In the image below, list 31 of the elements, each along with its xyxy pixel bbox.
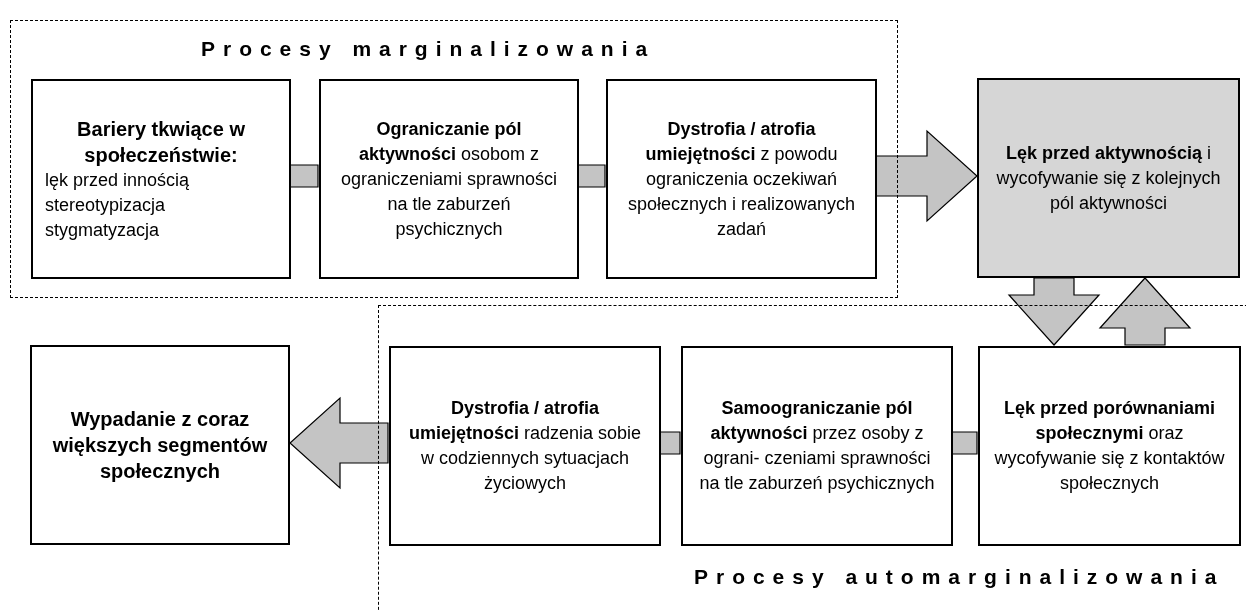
process-box (30, 345, 290, 545)
box-text: stereotypizacja (45, 193, 166, 217)
connector-bar (659, 431, 681, 455)
dashed-group-frame (10, 20, 898, 298)
box-text: Samoograniczanie pól aktywności przez osoby z ograni- czeniami sprawności na tle zaburzeń psychicznych (698, 397, 936, 495)
group-heading: Procesy marginalizowania (201, 36, 656, 62)
box-text: Lęk przed porównaniami społecznymi oraz wycofywanie się z kontaktów społecznych (993, 397, 1226, 495)
block-arrow (1098, 277, 1192, 346)
process-box (389, 346, 661, 546)
box-text: Bariery tkwiące w społeczeństwie: (76, 116, 246, 168)
box-text: Ograniczanie pól aktywności osobom z ograniczeniami sprawności na tle zaburzeń psychicznych (339, 117, 559, 241)
process-box (977, 78, 1240, 278)
connector-bar (577, 164, 606, 188)
process-box (978, 346, 1241, 546)
process-box (681, 346, 953, 546)
box-text: Dystrofia / atrofia umiejętności z powodu ograniczenia oczekiwań społecznych i realizowanych zadań (626, 117, 857, 241)
block-arrow (875, 129, 978, 223)
box-text: Dystrofia / atrofia umiejętności radzenia sobie w codziennych sytuacjach życiowych (407, 397, 643, 495)
process-box (606, 79, 877, 279)
box-text: lęk przed innością (45, 168, 190, 192)
connector-bar (289, 164, 319, 188)
process-box (31, 79, 291, 279)
box-text: Lęk przed aktywnością i wycofywanie się z kolejnych pól aktywności (995, 141, 1222, 215)
block-arrow (1007, 277, 1101, 346)
process-box (319, 79, 579, 279)
dashed-group-frame (378, 305, 1246, 610)
connector-bar (951, 431, 978, 455)
group-heading: Procesy automarginalizowania (694, 564, 1225, 590)
box-text: Wypadanie z coraz większych segmentów społecznych (51, 407, 269, 484)
block-arrow (289, 396, 389, 490)
box-text: stygmatyzacja (45, 218, 160, 242)
